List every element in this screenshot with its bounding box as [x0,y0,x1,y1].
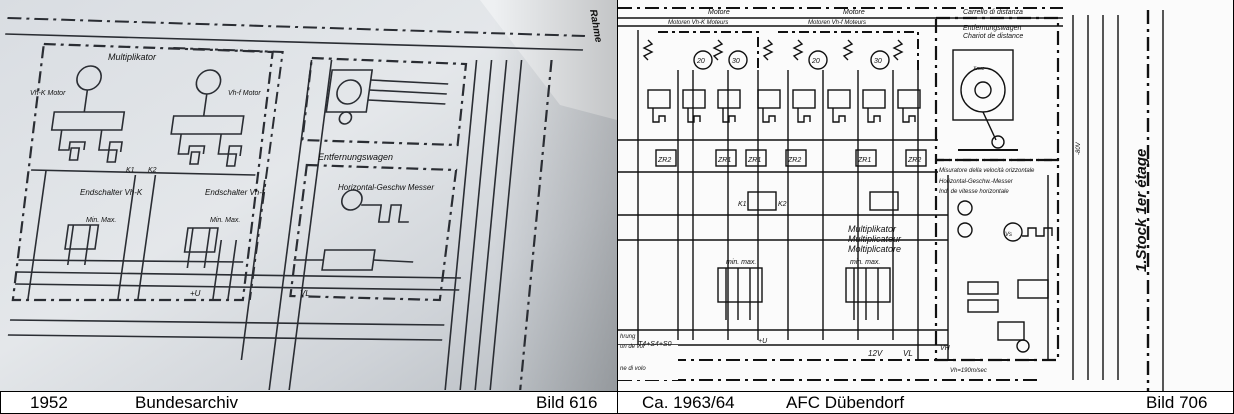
label-volo: ne di volo [620,366,646,372]
label-k2-right: K2 [778,201,787,208]
label-multiplicateur: Multiplicateur [848,234,902,244]
label-moltiplicatore: Moltiplicatore [848,244,901,254]
label-vl-left: VL [300,289,310,298]
label-vh-f-motor: Vh-f Motor [228,90,261,97]
label-multiplikator-right: Multiplikator [848,224,897,234]
label-minus-80v: -80V [1076,141,1082,155]
caption-right: Ca. 1963/64 AFC Dübendorf Bild 706 [618,391,1234,414]
caption-left: 1952 Bundesarchiv Bild 616 [0,391,618,414]
label-entfernungswagen-left: Entfernungswagen [318,152,393,162]
left-schematic-photo: Multiplikator Vh-K Motor Vh-f Motor Entf… [0,0,618,391]
label-xnue: Xnue [972,66,985,72]
label-zr1b: ZR1 [747,157,761,164]
label-vl-right: VL [903,349,913,358]
label-stock: 1.Stock 1er étage [1133,149,1150,272]
label-motoren-f: Motoren Vh-f Moteurs [808,20,866,26]
label-entfernungswagen-right: Entfernungswagen [963,25,1021,32]
label-chariot: Chariot de distance [963,33,1023,40]
label-k2-left: K2 [148,167,157,174]
label-zr2c: ZR2 [907,157,921,164]
label-motoren-k: Motoren Vh-K Moteurs [668,20,728,26]
label-minmax-1: min. max. [726,259,756,266]
label-zr2a: ZR2 [657,157,671,164]
label-zr1a: ZR1 [717,157,731,164]
caption-left-year: 1952 [30,393,68,412]
left-schematic-drawing: Multiplikator Vh-K Motor Vh-f Motor Entf… [0,0,617,391]
label-12v: 12V [868,349,883,358]
label-horizontal-messer-left: Horizontal-Geschw Messer [338,183,434,192]
right-schematic-drawing: Motore Motore Motoren Vh-K Moteurs Motor… [618,0,1233,391]
label-horizontal-messer-right: Horizontal-Geschw.-Messer [939,179,1014,185]
label-misuratore: Misuratore della velocità orizzontale [939,168,1035,174]
label-motore-2: Motore [843,9,865,16]
label-endschalter-k: Endschalter Vh-K [80,188,143,197]
label-vol: on de vol [620,344,645,350]
label-min-max-k: Min. Max. [86,217,116,224]
caption-right-year: Ca. 1963/64 [642,393,735,412]
label-plus-u-right: +U [758,338,768,345]
label-minmax-2: min. max. [850,259,880,266]
caption-right-bild: Bild 706 [1146,393,1208,412]
label-motor-20b: 20 [811,58,820,65]
label-carrello: Carrello di distanza [963,9,1023,16]
label-motor-30b: 30 [874,58,882,65]
label-vh: VH [940,345,951,352]
label-zr1c: ZR1 [857,157,871,164]
caption-left-source: Bundesarchiv [135,393,239,412]
label-hrung: hrung [620,334,636,340]
label-zr2b: ZR2 [787,157,801,164]
label-ind-vitesse: Ind. de vitesse horizontale [939,189,1009,195]
label-plus-u-left: +U [190,289,201,298]
caption-left-bild: Bild 616 [536,393,598,412]
label-motore-1: Motore [708,9,730,16]
label-motor-30a: 30 [732,58,740,65]
label-motor-20a: 20 [696,58,705,65]
label-vh-k-motor: Vh-K Motor [30,90,66,97]
label-vs: Vs [1005,232,1012,238]
label-sum: T4+S4+S0 [638,341,672,348]
caption-right-source: AFC Dübendorf [786,393,905,412]
label-multiplikator: Multiplikator [108,52,157,62]
label-k1-left: K1 [126,167,135,174]
label-vh190: Vh=190m/sec [950,368,987,374]
label-min-max-f: Min. Max. [210,217,240,224]
label-k1-right: K1 [738,201,747,208]
right-schematic-scan: Motore Motore Motoren Vh-K Moteurs Motor… [618,0,1233,391]
label-endschalter-f: Endschalter Vh-f [205,188,265,197]
